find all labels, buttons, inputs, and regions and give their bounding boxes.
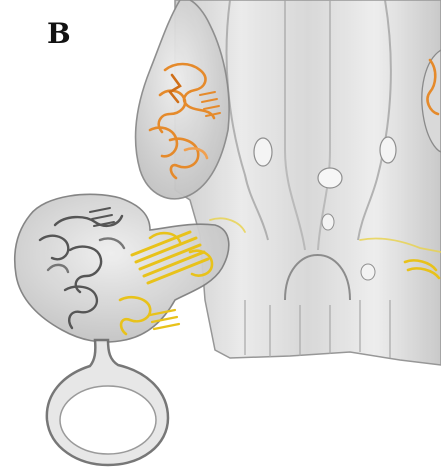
- density-cavity: [380, 137, 396, 163]
- density-map: [15, 0, 441, 465]
- density-cavity: [318, 168, 342, 188]
- ring-hole: [60, 386, 156, 454]
- density-cavity: [322, 214, 334, 230]
- density-cavity: [361, 264, 375, 280]
- panel-label: B: [47, 20, 71, 48]
- density-cavity: [254, 138, 272, 166]
